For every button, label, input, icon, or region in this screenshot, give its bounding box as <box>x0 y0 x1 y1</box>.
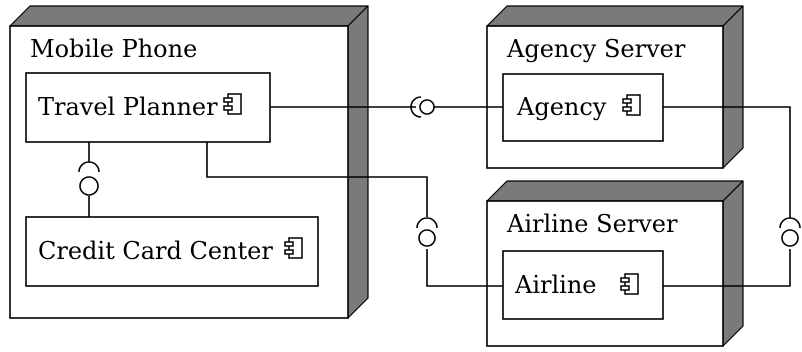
component-airline-label: Airline <box>514 271 597 299</box>
node-airline-server-side <box>722 180 744 347</box>
node-airline-server-shade <box>486 180 744 202</box>
ball-planner-airline <box>418 229 436 247</box>
component-travel-planner[interactable]: Travel Planner <box>25 72 271 143</box>
node-mobile-phone-title: Mobile Phone <box>30 35 197 63</box>
component-credit-card-center-box <box>25 216 319 287</box>
ball-planner-agency <box>419 99 435 115</box>
component-agency-label: Agency <box>516 93 607 121</box>
node-agency-server-title: Agency Server <box>506 35 686 63</box>
socket-planner-agency <box>410 96 422 118</box>
node-agency-server-side <box>722 5 744 169</box>
connectors <box>78 96 801 287</box>
node-agency-server: Agency Server <box>486 5 744 169</box>
node-mobile-phone-shade <box>9 5 369 27</box>
socket-agency-airline <box>779 217 801 229</box>
component-credit-card-center[interactable]: Credit Card Center <box>25 216 319 287</box>
component-airline[interactable]: Airline <box>502 250 664 320</box>
ball-agency-airline <box>781 229 799 247</box>
component-credit-card-center-label: Credit Card Center <box>38 237 273 265</box>
component-agency[interactable]: Agency <box>502 73 664 142</box>
node-mobile-phone-side <box>347 5 369 319</box>
node-airline-server-title: Airline Server <box>506 210 678 238</box>
node-agency-server-shade <box>486 5 744 27</box>
connector-planner-airline <box>206 142 503 287</box>
connector-agency-airline <box>663 106 791 287</box>
ball-planner-credit <box>79 176 99 196</box>
socket-planner-airline <box>416 217 438 229</box>
component-travel-planner-label: Travel Planner <box>38 93 218 121</box>
socket-planner-credit <box>78 161 100 173</box>
